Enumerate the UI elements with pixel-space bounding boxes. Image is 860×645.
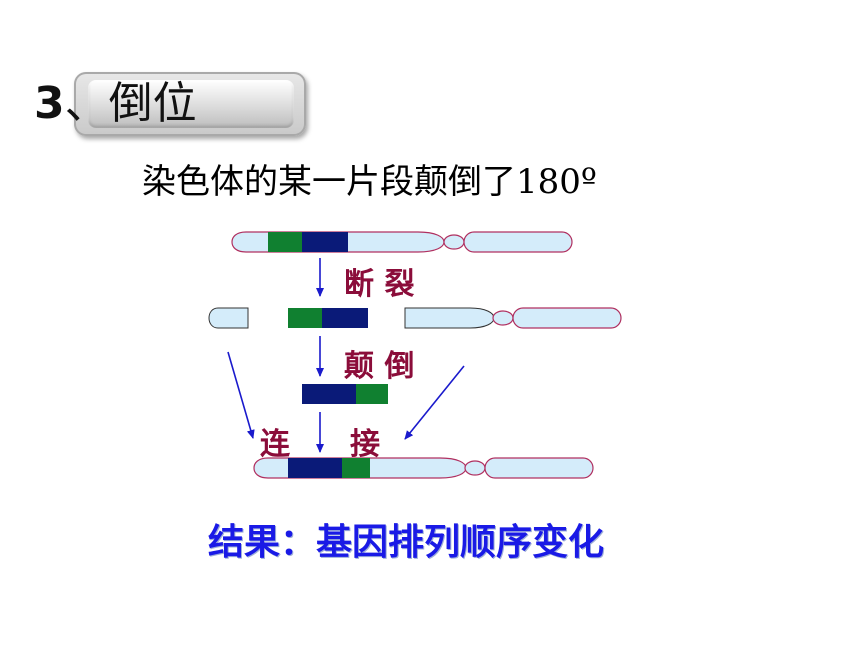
inverted-navy-segment <box>302 384 356 404</box>
label-break: 断 裂 <box>344 267 414 302</box>
rejoined-centromere <box>464 460 486 476</box>
broken-far-arm <box>512 307 622 329</box>
rejoined-right-arm <box>484 457 594 479</box>
rejoined-green-segment <box>342 458 370 478</box>
broken-left-fragment <box>208 307 249 329</box>
label-invert: 颠 倒 <box>344 349 414 384</box>
broken-chromosome <box>208 307 622 329</box>
original-green-segment <box>268 232 302 252</box>
title-box <box>74 72 306 136</box>
rejoined-chromosome <box>253 457 594 479</box>
section-title-word: 、倒位 <box>64 78 197 129</box>
arrow-join-right <box>404 365 465 440</box>
broken-navy-segment <box>322 308 368 328</box>
original-navy-segment <box>302 232 348 252</box>
original-chromosome <box>231 231 573 253</box>
label-join-right: 接 <box>350 427 380 462</box>
title-box-face <box>88 80 294 128</box>
description-text: 染色体的某一片段颠倒了180º <box>142 162 597 202</box>
original-right-arm <box>463 231 573 253</box>
arrow-join-left <box>227 351 255 439</box>
section-number: 3 <box>34 78 65 129</box>
inverted-segment <box>302 384 388 404</box>
inverted-green-segment <box>356 384 388 404</box>
section-title: 3、倒位 <box>34 79 197 129</box>
broken-green-segment <box>288 308 322 328</box>
label-join-left: 连 <box>260 427 291 462</box>
original-centromere <box>443 234 465 250</box>
broken-right-arm <box>404 307 495 329</box>
rejoined-navy-segment <box>288 458 342 478</box>
broken-centromere <box>492 310 514 326</box>
result-text: 结果：基因排列顺序变化 <box>208 521 605 563</box>
